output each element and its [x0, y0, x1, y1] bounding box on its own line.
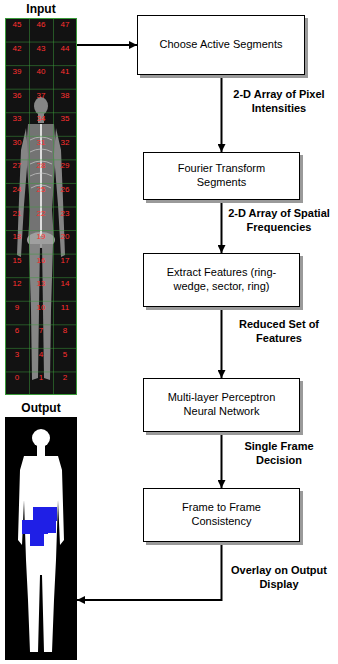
callout-number: 25	[29, 185, 53, 194]
image-heading: Output	[0, 401, 87, 415]
flow-arrow	[221, 307, 223, 378]
callout-number: 17	[53, 256, 77, 265]
callout-number: 16	[29, 256, 53, 265]
process-box: Extract Features (ring-wedge, sector, ri…	[143, 253, 300, 307]
callout-number: 8	[53, 326, 77, 335]
callout-number: 23	[53, 209, 77, 218]
callout-number: 44	[53, 44, 77, 53]
callout-number: 36	[5, 91, 29, 100]
image-heading: Input	[0, 2, 87, 16]
process-box: Fourier Transform Segments	[143, 152, 300, 200]
callout-number: 19	[29, 232, 53, 241]
callout-number: 22	[29, 209, 53, 218]
callout-number: 15	[5, 256, 29, 265]
input-image: Input	[5, 18, 77, 395]
callout-number: 14	[53, 279, 77, 288]
callout-number: 40	[29, 67, 53, 76]
callout-number: 2	[53, 373, 77, 382]
callout-number: 5	[53, 350, 77, 359]
flow-arrow	[77, 44, 137, 46]
callout-number: 46	[29, 20, 53, 29]
callout-number: 21	[5, 209, 29, 218]
callout-number: 29	[53, 161, 77, 170]
box-text: Choose Active Segments	[160, 38, 283, 52]
input-scan-image	[5, 18, 77, 395]
edge-label: 2-D Array of Pixel Intensities	[226, 88, 332, 116]
callout-number: 41	[53, 67, 77, 76]
callout-number: 12	[5, 279, 29, 288]
callout-number: 9	[5, 303, 29, 312]
output-silhouette-image	[5, 417, 77, 660]
callout-number: 39	[5, 67, 29, 76]
callout-number: 34	[29, 114, 53, 123]
callout-number: 47	[53, 20, 77, 29]
callout-number: 42	[5, 44, 29, 53]
callout-number: 6	[5, 326, 29, 335]
box-text: Fourier Transform Segments	[152, 162, 291, 190]
box-text: Frame to Frame Consistency	[152, 501, 291, 529]
process-box: Multi-layer Perceptron Neural Network	[143, 378, 300, 432]
callout-number: 37	[29, 91, 53, 100]
callout-number: 7	[29, 326, 53, 335]
callout-number: 11	[53, 303, 77, 312]
callout-number: 26	[53, 185, 77, 194]
callout-number: 13	[29, 279, 53, 288]
box-text: Multi-layer Perceptron Neural Network	[152, 391, 291, 419]
process-box: Choose Active Segments	[137, 15, 305, 75]
callout-number: 31	[29, 138, 53, 147]
callout-number: 20	[53, 232, 77, 241]
callout-number: 24	[5, 185, 29, 194]
flow-arrow	[221, 75, 223, 152]
callout-number: 32	[53, 138, 77, 147]
callout-number: 33	[5, 114, 29, 123]
callout-number: 28	[29, 161, 53, 170]
callout-number: 35	[53, 114, 77, 123]
callout-number: 43	[29, 44, 53, 53]
callout-number: 1	[29, 373, 53, 382]
callout-number: 45	[5, 20, 29, 29]
flow-arrow	[77, 542, 222, 600]
callout-number: 27	[5, 161, 29, 170]
edge-label: Overlay on Output Display	[226, 564, 332, 592]
flow-arrow	[221, 432, 223, 488]
callout-number: 30	[5, 138, 29, 147]
callout-number: 10	[29, 303, 53, 312]
flow-arrow	[221, 200, 223, 253]
edge-label: 2-D Array of Spatial Frequencies	[226, 207, 332, 235]
callout-number: 18	[5, 232, 29, 241]
edge-label: Single Frame Decision	[226, 440, 332, 468]
callout-number: 0	[5, 373, 29, 382]
box-text: Extract Features (ring-wedge, sector, ri…	[152, 266, 291, 294]
callout-number: 3	[5, 350, 29, 359]
callout-number: 4	[29, 350, 53, 359]
callout-number: 38	[53, 91, 77, 100]
output-image: Output	[5, 417, 77, 660]
process-box: Frame to Frame Consistency	[143, 488, 300, 542]
edge-label: Reduced Set of Features	[226, 318, 332, 346]
